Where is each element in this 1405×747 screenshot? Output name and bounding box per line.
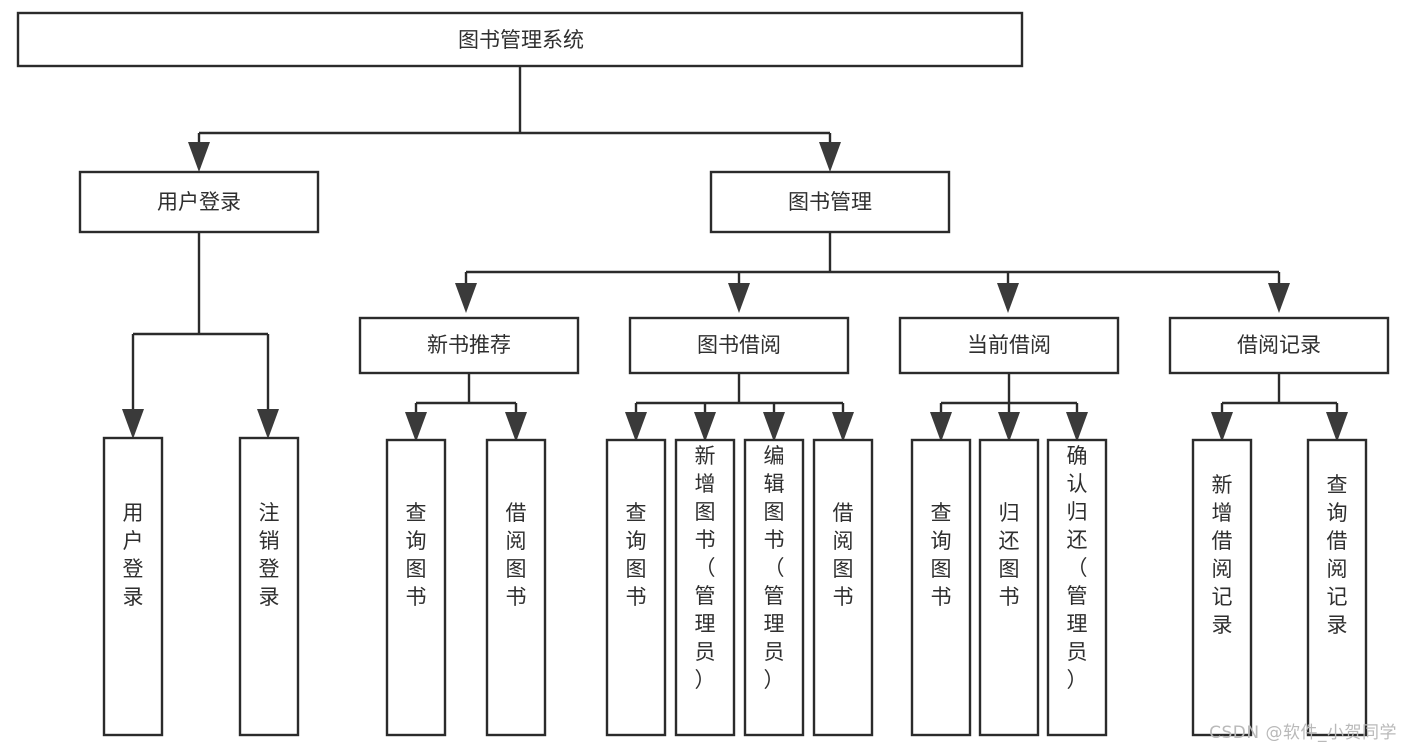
arrowhead-leaf-ul-1 — [122, 409, 144, 439]
leaf-user-login-2[interactable]: 注销登录 — [238, 436, 300, 737]
leaf-new-book-1-box[interactable] — [385, 438, 447, 737]
arrowhead-leaf-bb-2 — [694, 412, 716, 442]
node-borrow-record-box[interactable] — [1168, 316, 1390, 375]
arrowhead-lvl3-3 — [997, 283, 1019, 313]
node-user-login-label: 用户登录 — [157, 190, 241, 214]
leaf-current-borrow-2[interactable]: 归还图书 — [978, 438, 1040, 737]
arrowhead-layer — [122, 142, 1348, 442]
leaf-user-login-2-box[interactable] — [238, 436, 300, 737]
node-book-borrow-box[interactable] — [628, 316, 850, 375]
leaf-book-borrow-1-label: 查询图书 — [626, 501, 647, 609]
arrowhead-leaf-cb-3 — [1066, 412, 1088, 442]
leaf-book-borrow-3-label: 编辑图书（管理员） — [764, 444, 785, 692]
leaf-user-login-1-label: 用户登录 — [123, 501, 144, 609]
node-current-borrow[interactable]: 当前借阅 — [898, 316, 1120, 375]
leaf-user-login-1-box[interactable] — [102, 436, 164, 737]
arrowhead-leaf-br-2 — [1326, 412, 1348, 442]
leaf-borrow-record-1-label: 新增借阅记录 — [1212, 473, 1233, 637]
leaf-current-borrow-3-box[interactable] — [1046, 438, 1108, 737]
leaf-user-login-1[interactable]: 用户登录 — [102, 436, 164, 737]
leaf-current-borrow-1-label: 查询图书 — [931, 501, 952, 609]
leaf-current-borrow-2-box[interactable] — [978, 438, 1040, 737]
leaf-borrow-record-1-box[interactable] — [1191, 438, 1253, 737]
leaf-borrow-record-2-label: 查询借阅记录 — [1327, 473, 1348, 637]
leaf-book-borrow-1-box[interactable] — [605, 438, 667, 737]
leaf-borrow-record-1[interactable]: 新增借阅记录 — [1191, 438, 1253, 737]
arrowhead-leaf-bb-1 — [625, 412, 647, 442]
leaf-book-borrow-4-box[interactable] — [812, 438, 874, 737]
leaf-book-borrow-2-box[interactable] — [674, 438, 736, 737]
arrowhead-leaf-br-1 — [1211, 412, 1233, 442]
leaf-current-borrow-1-box[interactable] — [910, 438, 972, 737]
arrowhead-leaf-bb-4 — [832, 412, 854, 442]
leaf-borrow-record-2-box[interactable] — [1306, 438, 1368, 737]
node-borrow-record[interactable]: 借阅记录 — [1168, 316, 1390, 375]
leaf-book-borrow-2[interactable]: 新增图书（管理员） — [674, 438, 736, 737]
leaf-current-borrow-3[interactable]: 确认归还（管理员） — [1046, 438, 1108, 737]
node-book-manage[interactable]: 图书管理 — [709, 170, 951, 234]
leaf-new-book-1-label: 查询图书 — [406, 501, 427, 609]
leaf-book-borrow-2-label: 新增图书（管理员） — [695, 444, 716, 692]
node-book-borrow-label: 图书借阅 — [697, 333, 781, 357]
node-book-manage-box[interactable] — [709, 170, 951, 234]
node-root-box[interactable] — [16, 11, 1024, 68]
node-new-book-recommend-box[interactable] — [358, 316, 580, 375]
node-borrow-record-label: 借阅记录 — [1237, 333, 1321, 357]
arrowhead-leaf-nb-1 — [405, 412, 427, 442]
arrowhead-book-manage — [819, 142, 841, 172]
node-root-label: 图书管理系统 — [458, 28, 584, 52]
leaf-book-borrow-4-label: 借阅图书 — [833, 501, 854, 609]
leaf-new-book-2[interactable]: 借阅图书 — [485, 438, 547, 737]
arrowhead-user-login — [188, 142, 210, 172]
node-new-book-recommend[interactable]: 新书推荐 — [358, 316, 580, 375]
leaf-book-borrow-1[interactable]: 查询图书 — [605, 438, 667, 737]
leaf-book-borrow-3-box[interactable] — [743, 438, 805, 737]
arrowhead-leaf-ul-2 — [257, 409, 279, 439]
leaf-new-book-1[interactable]: 查询图书 — [385, 438, 447, 737]
arrowhead-lvl3-2 — [728, 283, 750, 313]
node-book-borrow[interactable]: 图书借阅 — [628, 316, 850, 375]
node-user-login[interactable]: 用户登录 — [78, 170, 320, 234]
leaf-borrow-record-2[interactable]: 查询借阅记录 — [1306, 438, 1368, 737]
leaf-book-borrow-4[interactable]: 借阅图书 — [812, 438, 874, 737]
arrowhead-lvl3-1 — [455, 283, 477, 313]
leaf-user-login-2-label: 注销登录 — [259, 501, 280, 609]
node-new-book-recommend-label: 新书推荐 — [427, 333, 511, 357]
leaf-new-book-2-label: 借阅图书 — [506, 501, 527, 609]
arrowhead-leaf-bb-3 — [763, 412, 785, 442]
arrowhead-leaf-cb-1 — [930, 412, 952, 442]
leaf-current-borrow-2-label: 归还图书 — [999, 501, 1020, 609]
node-current-borrow-box[interactable] — [898, 316, 1120, 375]
leaf-current-borrow-1[interactable]: 查询图书 — [910, 438, 972, 737]
leaf-book-borrow-3[interactable]: 编辑图书（管理员） — [743, 438, 805, 737]
connector-layer — [131, 66, 1339, 412]
arrowhead-leaf-cb-2 — [998, 412, 1020, 442]
arrowhead-leaf-nb-2 — [505, 412, 527, 442]
node-current-borrow-label: 当前借阅 — [967, 333, 1051, 357]
leaf-current-borrow-3-label: 确认归还（管理员） — [1067, 444, 1088, 692]
node-user-login-box[interactable] — [78, 170, 320, 234]
node-root[interactable]: 图书管理系统 — [16, 11, 1024, 68]
leaf-new-book-2-box[interactable] — [485, 438, 547, 737]
node-book-manage-label: 图书管理 — [788, 190, 872, 214]
arrowhead-lvl3-4 — [1268, 283, 1290, 313]
